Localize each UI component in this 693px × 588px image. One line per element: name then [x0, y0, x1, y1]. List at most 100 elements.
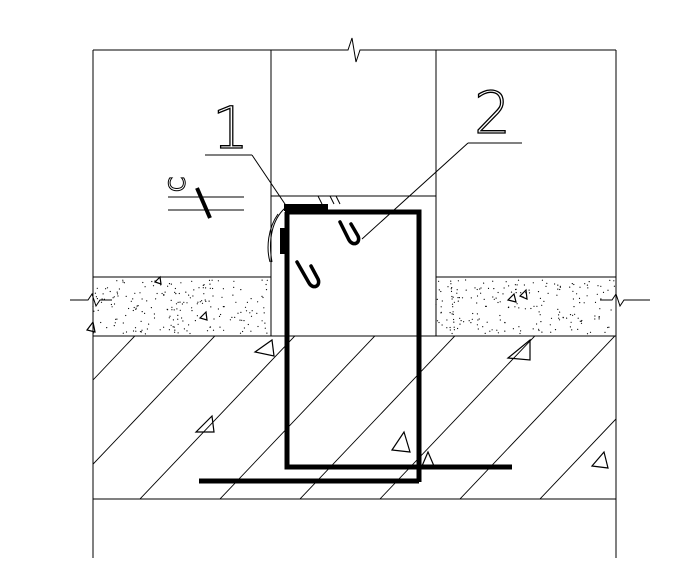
mortar-dot	[265, 289, 268, 291]
mortar-dot	[113, 325, 115, 327]
mortar-dot	[594, 301, 597, 303]
mortar-dot	[113, 303, 116, 305]
mortar-dot	[100, 321, 102, 324]
mortar-dot	[598, 318, 600, 320]
mortar-dot	[557, 288, 559, 290]
mortar-dot	[140, 320, 142, 322]
mortar-dot	[146, 328, 148, 330]
mortar-dot	[206, 330, 209, 332]
mortar-dot	[453, 318, 455, 321]
anchor-hook-left	[295, 260, 321, 289]
mortar-dot	[476, 324, 478, 326]
mortar-dot	[110, 303, 112, 306]
mortar-dot	[125, 331, 128, 333]
mortar-dot	[135, 307, 137, 309]
mortar-dot	[243, 327, 245, 329]
mortar-dot	[123, 282, 125, 284]
mortar-dot	[141, 329, 143, 331]
mortar-dot	[476, 313, 478, 315]
mortar-dot	[530, 307, 532, 310]
mortar-dot	[198, 287, 200, 289]
mortar-dot	[166, 308, 168, 310]
mortar-dot	[499, 319, 501, 321]
mortar-dot	[139, 292, 141, 294]
mortar-dot	[574, 313, 576, 315]
mortar-dot	[446, 327, 448, 329]
mortar-dot	[484, 332, 486, 334]
mortar-dot	[239, 332, 242, 334]
mortar-dot	[156, 292, 158, 295]
mortar-dot	[113, 296, 115, 298]
mortar-dot	[550, 317, 553, 319]
mortar-dot	[163, 294, 165, 296]
mortar-dot	[600, 298, 602, 300]
mortar-dot	[218, 315, 221, 317]
mortar-dot	[139, 331, 142, 333]
mortar-dot	[559, 311, 561, 313]
mortar-dot	[446, 319, 448, 321]
mortar-dot	[266, 332, 268, 334]
mortar-dot	[597, 285, 599, 287]
mortar-dot	[106, 287, 109, 289]
mortar-dot	[240, 289, 242, 291]
mortar-dot	[193, 289, 195, 291]
tile-blocks	[93, 50, 616, 336]
mortar-dot	[538, 329, 540, 332]
mortar-dot	[572, 314, 574, 316]
mortar-dot	[135, 308, 137, 310]
mortar-dot	[222, 288, 224, 290]
mortar-dot	[181, 317, 183, 319]
mortar-dot	[174, 331, 176, 333]
mortar-dot	[130, 300, 132, 302]
mortar-dot	[182, 320, 184, 322]
mortar-dot	[125, 314, 127, 317]
mortar-dot	[196, 303, 198, 305]
mortar-dot	[217, 308, 219, 310]
mortar-dot	[477, 328, 479, 330]
anchor-hook-right	[338, 220, 361, 246]
mortar-dot	[151, 280, 153, 283]
mortar-dot	[97, 309, 99, 311]
mortar-dot	[512, 328, 515, 330]
mortar-dot	[112, 297, 114, 299]
mortar-dot	[536, 323, 538, 325]
mortar-dot	[231, 316, 233, 318]
mortar-dot	[541, 279, 544, 281]
mortar-dot	[209, 287, 211, 289]
mortar-dot	[537, 291, 540, 293]
mortar-dot	[188, 324, 190, 326]
mortar-dot	[613, 285, 616, 287]
mortar-dot	[171, 306, 173, 308]
mortar-dot	[101, 299, 103, 301]
mortar-dot	[503, 287, 505, 289]
mortar-dot	[191, 280, 193, 282]
mortar-dot	[594, 318, 596, 320]
mortar-dot	[122, 279, 124, 281]
mortar-dot	[212, 287, 214, 290]
mortar-dot	[161, 292, 163, 295]
mortar-dot	[122, 332, 124, 334]
anchor-hooks	[295, 220, 361, 289]
mortar-dot	[608, 326, 610, 328]
mortar-dot	[94, 292, 96, 294]
mortar-dot	[452, 311, 454, 313]
mortar-dot	[502, 293, 504, 295]
mortar-dot	[589, 331, 592, 333]
mortar-dot	[118, 288, 120, 290]
dimension-c: C	[166, 176, 244, 219]
mortar-dot	[477, 319, 479, 321]
mortar-dot	[449, 326, 451, 329]
mortar-dot	[246, 301, 248, 303]
mortar-dot	[210, 306, 212, 308]
mortar-dot	[613, 280, 615, 282]
mortar-dot	[587, 287, 589, 289]
mortar-dot	[518, 307, 520, 309]
mortar-dot	[171, 309, 173, 311]
mortar-dot	[159, 329, 161, 331]
mortar-dot	[202, 284, 204, 286]
mortar-dot	[533, 305, 535, 307]
mortar-dot	[250, 298, 252, 300]
mortar-dot	[514, 306, 516, 308]
mortar-dot	[528, 292, 531, 294]
mortar-dot	[559, 285, 561, 287]
